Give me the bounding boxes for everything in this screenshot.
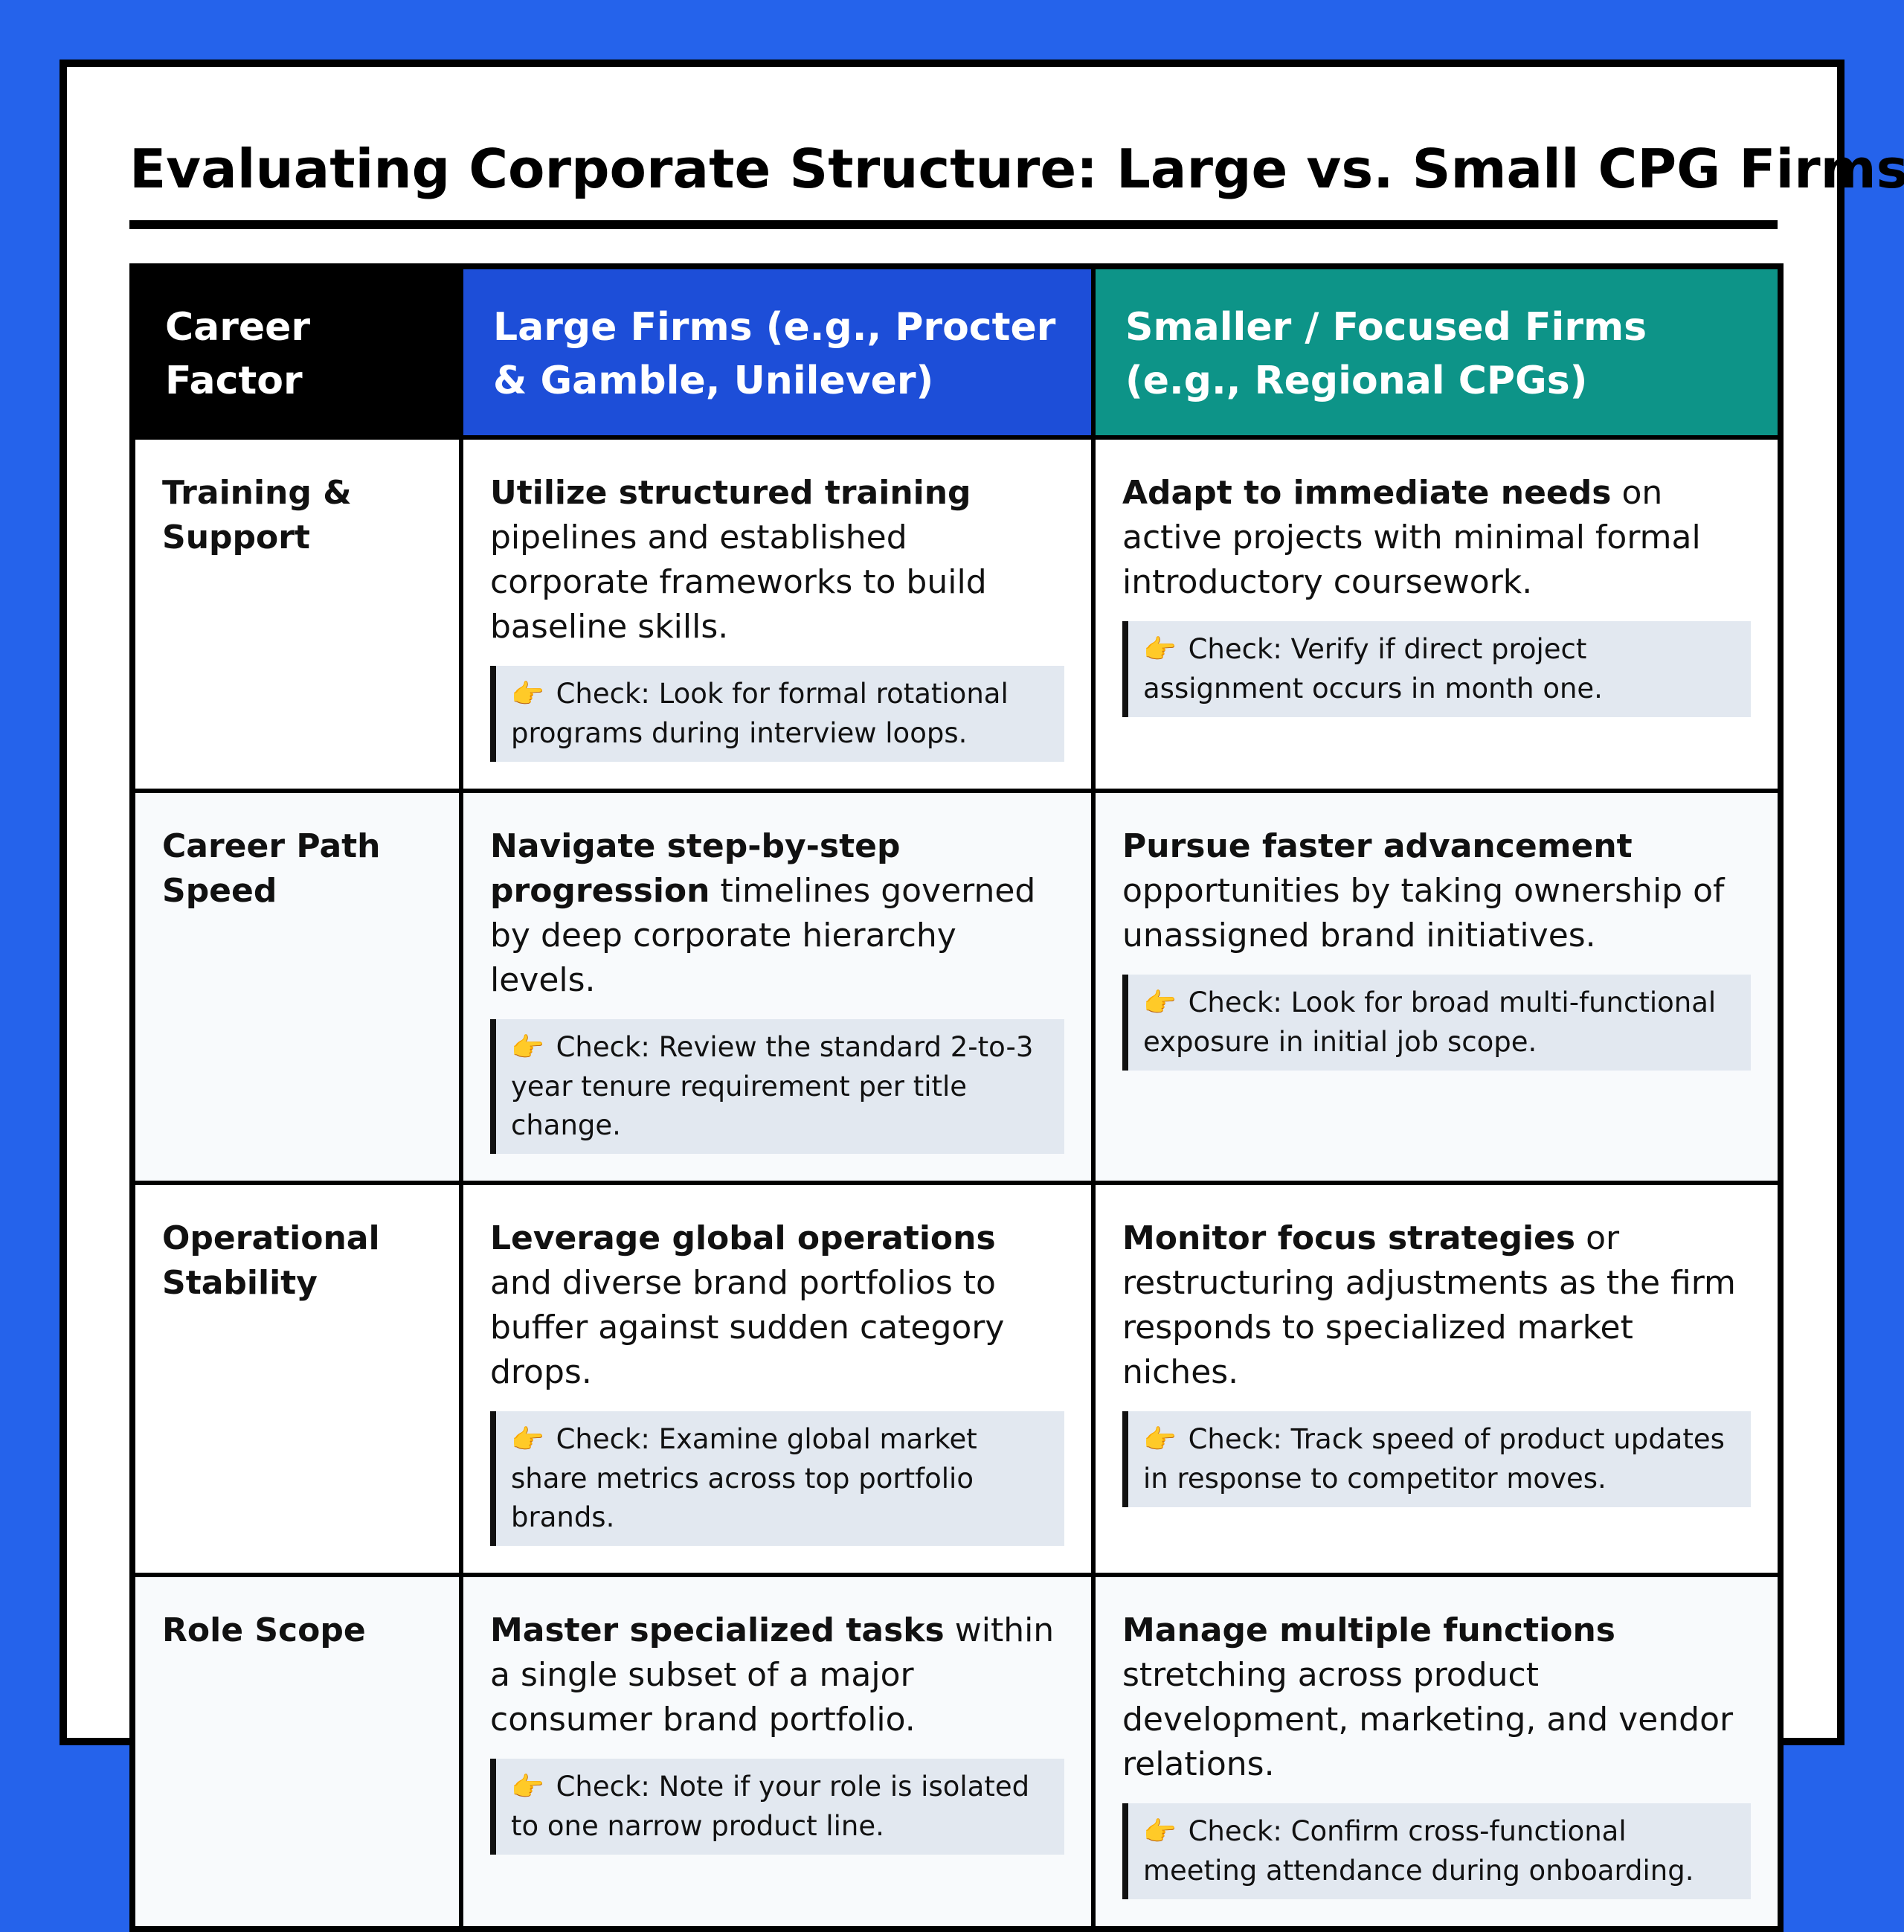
description-text: pipelines and established corporate fram… [490,519,987,646]
check-note: 👉 Check: Confirm cross-functional meetin… [1122,1803,1751,1899]
description-emphasis: Master specialized tasks [490,1611,945,1649]
cell-description: Navigate step-by-step progression timeli… [490,824,1064,1003]
check-note: 👉 Check: Examine global market share met… [490,1411,1064,1546]
pointing-hand-icon: 👉 [1143,1425,1177,1455]
table-row: Operational Stability Leverage global op… [130,1181,1783,1577]
cell-description: Monitor focus strategies or restructurin… [1122,1216,1751,1395]
description-text: opportunities by taking ownership of una… [1122,872,1725,954]
check-text: Check: Look for broad multi-functional e… [1143,986,1717,1058]
check-text: Check: Track speed of product updates in… [1143,1423,1725,1495]
factor-cell: Career Path Speed [130,789,463,1185]
description-text: timelines governed by deep corporate hie… [490,872,1036,999]
check-text: Check: Verify if direct project assignme… [1143,633,1603,705]
check-note: 👉 Check: Look for formal rotational prog… [490,666,1064,762]
pointing-hand-icon: 👉 [1143,1817,1177,1847]
check-note: 👉 Check: Look for broad multi-functional… [1122,975,1751,1071]
header-row: Career Factor Large Firms (e.g., Procter… [130,264,1783,440]
cell-description: Master specialized tasks within a single… [490,1608,1064,1742]
check-text: Check: Confirm cross-functional meeting … [1143,1815,1694,1887]
description-emphasis: Leverage global operations [490,1219,996,1257]
factor-cell: Operational Stability [130,1181,463,1577]
comparison-table: Career Factor Large Firms (e.g., Procter… [129,263,1784,1932]
cell-description: Leverage global operations and diverse b… [490,1216,1064,1395]
description-text: within a single subset of a major consum… [490,1611,1055,1739]
large-firm-cell: Navigate step-by-step progression timeli… [459,789,1096,1185]
description-text: stretching across product development, m… [1122,1656,1734,1783]
cell-description: Adapt to immediate needs on active proje… [1122,471,1751,605]
large-firm-cell: Master specialized tasks within a single… [459,1573,1096,1931]
check-text: Check: Examine global market share metri… [511,1423,977,1533]
factor-cell: Role Scope [130,1573,463,1931]
table-row: Role Scope Master specialized tasks with… [130,1573,1783,1931]
check-text: Check: Review the standard 2-to-3 year t… [511,1031,1034,1141]
page-title: Evaluating Corporate Structure: Large vs… [129,138,1904,200]
pointing-hand-icon: 👉 [511,1033,544,1063]
description-emphasis: Navigate step-by-step progression [490,827,901,910]
cell-description: Manage multiple functions stretching acr… [1122,1608,1751,1787]
comparison-card: Evaluating Corporate Structure: Large vs… [60,60,1904,1932]
description-emphasis: Monitor focus strategies [1122,1219,1576,1257]
large-firm-cell: Utilize structured training pipelines an… [459,435,1096,793]
title-divider [129,220,1778,229]
table-row: Training & Support Utilize structured tr… [130,435,1783,793]
check-text: Check: Look for formal rotational progra… [511,678,1009,749]
check-note: 👉 Check: Note if your role is isolated t… [490,1759,1064,1855]
description-emphasis: Adapt to immediate needs [1122,474,1612,512]
description-emphasis: Pursue faster advancement [1122,827,1633,865]
description-text: and diverse brand portfolios to buffer a… [490,1264,1005,1391]
cell-description: Utilize structured training pipelines an… [490,471,1064,649]
small-firm-cell: Adapt to immediate needs on active proje… [1091,435,1783,793]
pointing-hand-icon: 👉 [511,1772,544,1803]
small-firm-cell: Pursue faster advancement opportunities … [1091,789,1783,1185]
small-firm-cell: Monitor focus strategies or restructurin… [1091,1181,1783,1577]
description-emphasis: Utilize structured training [490,474,971,512]
cell-description: Pursue faster advancement opportunities … [1122,824,1751,958]
description-text: on active projects with minimal formal i… [1122,474,1701,601]
pointing-hand-icon: 👉 [1143,635,1177,665]
pointing-hand-icon: 👉 [511,679,544,710]
pointing-hand-icon: 👉 [1143,988,1177,1018]
check-note: 👉 Check: Verify if direct project assign… [1122,621,1751,717]
check-text: Check: Note if your role is isolated to … [511,1771,1030,1842]
factor-cell: Training & Support [130,435,463,793]
description-emphasis: Manage multiple functions [1122,1611,1615,1649]
description-text: or restructuring adjustments as the firm… [1122,1219,1736,1391]
check-note: 👉 Check: Track speed of product updates … [1122,1411,1751,1507]
small-firm-cell: Manage multiple functions stretching acr… [1091,1573,1783,1931]
header-large-firms: Large Firms (e.g., Procter & Gamble, Uni… [459,264,1096,440]
header-small-firms: Smaller / Focused Firms (e.g., Regional … [1091,264,1783,440]
pointing-hand-icon: 👉 [511,1425,544,1455]
check-note: 👉 Check: Review the standard 2-to-3 year… [490,1019,1064,1154]
header-career-factor: Career Factor [130,264,463,440]
large-firm-cell: Leverage global operations and diverse b… [459,1181,1096,1577]
table-row: Career Path Speed Navigate step-by-step … [130,789,1783,1185]
